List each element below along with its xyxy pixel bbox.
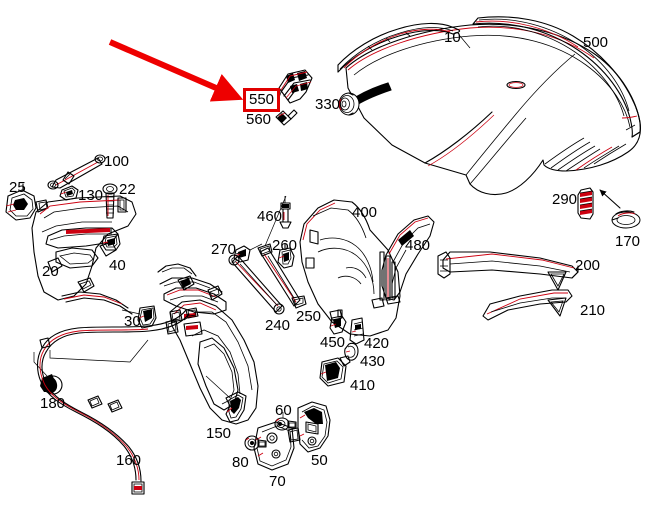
part-30-bushing bbox=[121, 305, 157, 329]
part-label-180: 180 bbox=[40, 395, 66, 412]
part-80-washer-bolt bbox=[244, 435, 267, 451]
part-10-upper-seal-strip bbox=[337, 22, 461, 73]
part-160-hydraulic-hose bbox=[36, 307, 199, 495]
part-40-bushing bbox=[101, 227, 121, 251]
part-500-spoiler-rail bbox=[472, 16, 641, 138]
part-450-push-pin bbox=[329, 309, 347, 335]
part-label-260: 260 bbox=[272, 237, 298, 254]
part-label-40: 40 bbox=[109, 257, 126, 274]
part-label-330: 330 bbox=[315, 96, 341, 113]
part-170-retaining-ring bbox=[599, 189, 641, 229]
part-label-500: 500 bbox=[583, 34, 609, 51]
part-label-460: 460 bbox=[257, 208, 283, 225]
part-label-150: 150 bbox=[206, 425, 232, 442]
part-label-290: 290 bbox=[552, 191, 578, 208]
part-label-200: 200 bbox=[575, 257, 601, 274]
part-410-relay-box bbox=[319, 355, 351, 387]
part-label-270: 270 bbox=[211, 241, 237, 258]
part-label-160: 160 bbox=[116, 452, 142, 469]
part-label-30: 30 bbox=[124, 313, 141, 330]
part-label-420: 420 bbox=[364, 335, 390, 352]
part-210-rear-lower-rail-2 bbox=[482, 289, 573, 321]
part-10-trunk-lid bbox=[345, 23, 641, 196]
part-label-480: 480 bbox=[405, 237, 431, 254]
part-240-link-rod bbox=[228, 254, 285, 315]
part-550-clip-bracket bbox=[278, 69, 313, 104]
part-50-hinge-bracket bbox=[297, 401, 331, 453]
part-label-10: 10 bbox=[444, 29, 461, 46]
part-label-170: 170 bbox=[615, 233, 641, 250]
part-label-130: 130 bbox=[78, 187, 104, 204]
part-label-50: 50 bbox=[311, 452, 328, 469]
part-200-rear-lower-rail bbox=[437, 251, 579, 291]
part-label-250: 250 bbox=[296, 308, 322, 325]
part-label-22: 22 bbox=[119, 181, 136, 198]
part-label-210: 210 bbox=[580, 302, 606, 319]
part-330-grommet bbox=[338, 92, 360, 116]
part-label-240: 240 bbox=[265, 317, 291, 334]
part-label-560: 560 bbox=[246, 111, 272, 128]
part-label-25: 25 bbox=[9, 179, 26, 196]
part-100-gas-strut bbox=[47, 154, 106, 190]
part-20-hinge-arm-assembly bbox=[31, 195, 137, 315]
part-150-bracket bbox=[205, 375, 247, 423]
part-460-rivet bbox=[279, 196, 292, 229]
part-560-screw bbox=[275, 109, 298, 126]
part-70-latch-plate bbox=[253, 421, 301, 471]
part-label-60: 60 bbox=[275, 402, 292, 419]
part-label-400: 400 bbox=[352, 204, 378, 221]
part-label-550-highlighted[interactable]: 550 bbox=[243, 88, 281, 112]
part-label-450: 450 bbox=[320, 334, 346, 351]
part-label-410: 410 bbox=[350, 377, 376, 394]
part-label-80: 80 bbox=[232, 454, 249, 471]
part-label-20: 20 bbox=[42, 263, 59, 280]
part-label-70: 70 bbox=[269, 473, 286, 490]
part-270-clip bbox=[233, 243, 263, 263]
part-420-connector bbox=[349, 317, 365, 345]
part-290-rubber-bellows bbox=[577, 187, 594, 220]
part-label-430: 430 bbox=[360, 353, 386, 370]
part-430-sleeve bbox=[344, 342, 359, 361]
part-label-100: 100 bbox=[104, 153, 130, 170]
part-480-side-rail bbox=[381, 215, 435, 305]
part-250-link-rod-2 bbox=[257, 195, 307, 309]
part-260-cone-clip bbox=[277, 243, 295, 269]
